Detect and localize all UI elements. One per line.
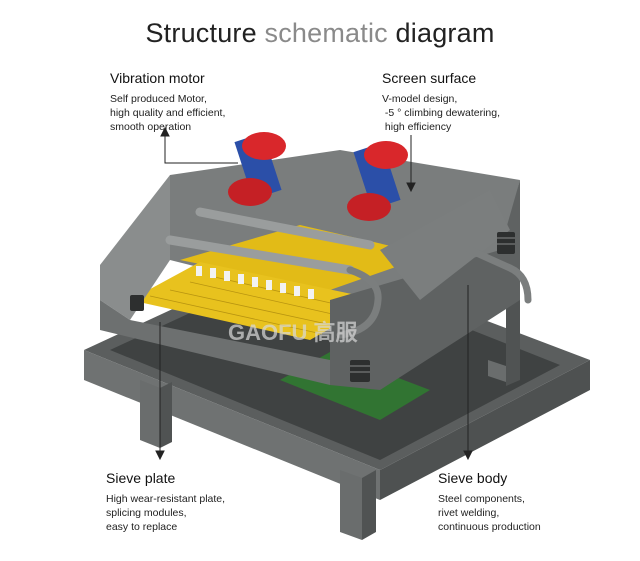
arrow-down-icon <box>406 182 416 193</box>
title-part-diagram: diagram <box>387 18 495 48</box>
leader-lines <box>155 126 473 461</box>
callout-sieve-body: Sieve body Steel components, rivet weldi… <box>438 470 541 534</box>
callout-line: high quality and efficient, <box>110 107 226 119</box>
page-title: Structure schematic diagram <box>0 18 640 49</box>
title-part-structure: Structure <box>145 18 265 48</box>
callout-sieve-plate: Sieve plate High wear-resistant plate, s… <box>106 470 225 534</box>
title-part-schematic: schematic <box>264 18 388 48</box>
callout-line: high efficiency <box>382 121 452 133</box>
watermark: GAOFU 高服 <box>228 320 359 345</box>
callout-line: -5 ° climbing dewatering, <box>382 107 501 119</box>
callout-line: continuous production <box>438 521 541 533</box>
callout-line: easy to replace <box>106 521 178 533</box>
callout-line: rivet welding, <box>438 507 500 519</box>
callout-heading: Sieve body <box>438 470 508 486</box>
vibration-motors <box>228 132 408 221</box>
arrow-up-icon <box>160 126 170 137</box>
callout-heading: Sieve plate <box>106 470 176 486</box>
arrow-down-icon <box>463 450 473 461</box>
callout-heading: Vibration motor <box>110 70 205 86</box>
arrow-down-icon <box>155 450 165 461</box>
callout-line: Steel components, <box>438 493 525 505</box>
callout-line: splicing modules, <box>106 507 187 519</box>
callout-screen-surface: Screen surface V-model design, -5 ° clim… <box>382 70 500 134</box>
callout-line: Self produced Motor, <box>110 93 207 105</box>
callout-line: smooth operation <box>110 121 192 133</box>
callout-line: High wear-resistant plate, <box>106 493 226 505</box>
callout-vibration-motor: Vibration motor Self produced Motor, hig… <box>110 70 225 134</box>
callout-heading: Screen surface <box>382 70 477 86</box>
callout-line: V-model design, <box>382 93 458 105</box>
